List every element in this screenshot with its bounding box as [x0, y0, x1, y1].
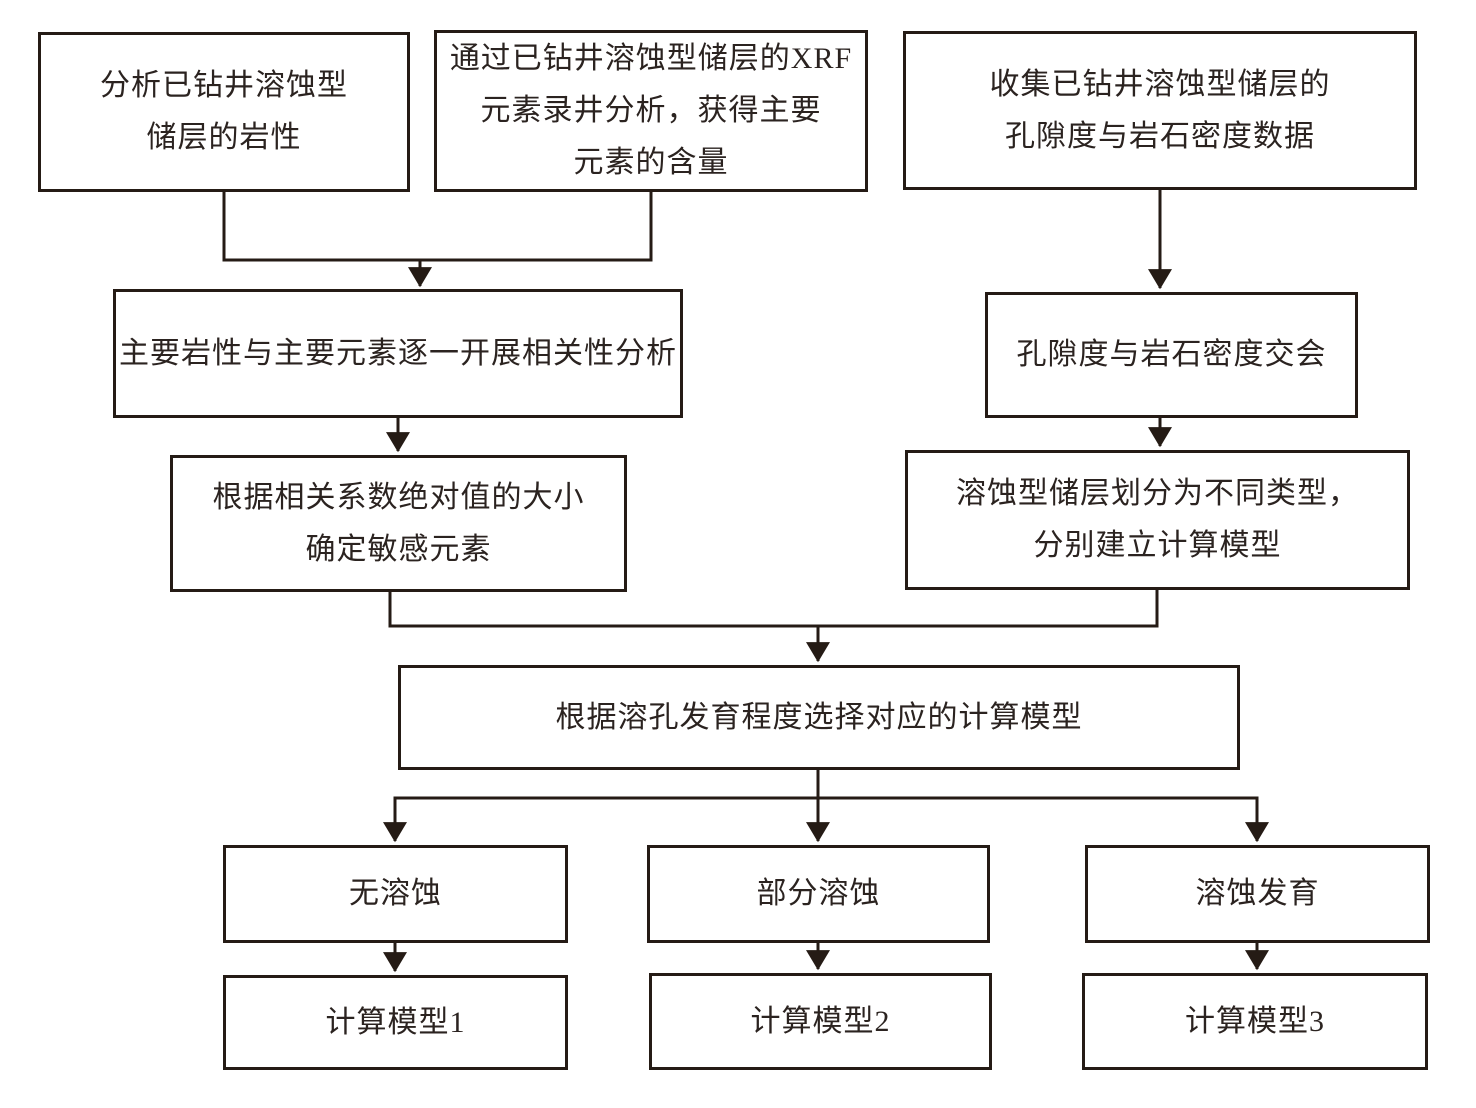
node-text: 计算模型3	[1185, 1004, 1325, 1038]
node-text: 无溶蚀	[349, 877, 442, 910]
node-text: 根据溶孔发育程度选择对应的计算模型	[555, 700, 1083, 734]
node-text: 元素录井分析，获得主要	[480, 94, 822, 127]
node-text: 分析已钻井溶蚀型	[100, 69, 348, 102]
node-text: 储层的岩性	[146, 121, 302, 154]
node-analyze-lithology: 分析已钻井溶蚀型 储层的岩性	[38, 32, 410, 192]
node-correlation-analysis: 主要岩性与主要元素逐一开展相关性分析	[113, 289, 683, 418]
node-calculation-model-3: 计算模型3	[1082, 973, 1428, 1070]
node-classify-reservoir-types: 溶蚀型储层划分为不同类型， 分别建立计算模型	[905, 450, 1410, 590]
node-text: 孔隙度与岩石密度数据	[1005, 119, 1315, 153]
node-text: 溶蚀发育	[1195, 877, 1320, 910]
node-text: 根据相关系数绝对值的大小	[212, 480, 585, 514]
node-text: 计算模型1	[325, 1005, 466, 1039]
node-text: 通过已钻井溶蚀型储层的XRF	[449, 42, 853, 75]
node-text: 元素的含量	[573, 146, 729, 179]
node-calculation-model-1: 计算模型1	[223, 975, 568, 1070]
node-text: 部分溶蚀	[756, 877, 881, 910]
node-porosity-density-crossplot: 孔隙度与岩石密度交会	[985, 292, 1358, 418]
node-select-calculation-model: 根据溶孔发育程度选择对应的计算模型	[398, 665, 1240, 770]
node-calculation-model-2: 计算模型2	[649, 973, 992, 1070]
node-text: 确定敏感元素	[305, 532, 492, 566]
node-text: 分别建立计算模型	[1033, 529, 1282, 562]
node-text: 溶蚀型储层划分为不同类型，	[956, 477, 1359, 510]
node-dissolution-developed: 溶蚀发育	[1085, 845, 1430, 943]
node-xrf-element-logging: 通过已钻井溶蚀型储层的XRF 元素录井分析，获得主要 元素的含量	[434, 30, 868, 192]
node-text: 收集已钻井溶蚀型储层的	[989, 67, 1331, 101]
node-collect-porosity-density: 收集已钻井溶蚀型储层的 孔隙度与岩石密度数据	[903, 31, 1417, 190]
node-text: 计算模型2	[750, 1004, 891, 1038]
node-partial-dissolution: 部分溶蚀	[647, 845, 990, 943]
node-no-dissolution: 无溶蚀	[223, 845, 568, 943]
node-determine-sensitive-elements: 根据相关系数绝对值的大小 确定敏感元素	[170, 455, 627, 592]
node-text: 主要岩性与主要元素逐一开展相关性分析	[119, 336, 677, 370]
node-text: 孔隙度与岩石密度交会	[1016, 338, 1327, 371]
